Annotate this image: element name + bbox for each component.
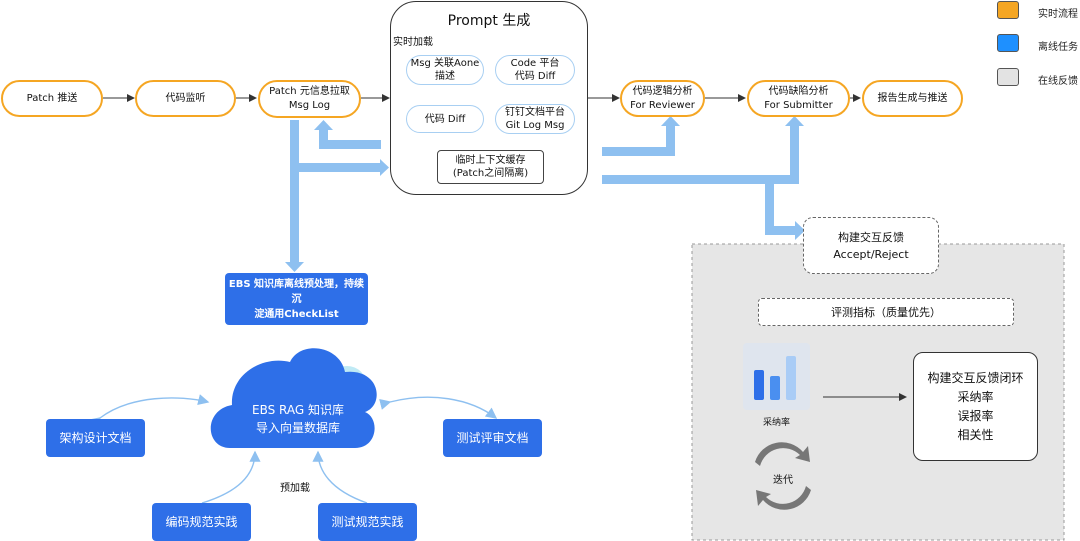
node-submitter: 代码缺陷分析 For Submitter xyxy=(747,80,850,117)
legend-swatch-realtime xyxy=(997,1,1019,19)
node-report: 报告生成与推送 xyxy=(862,80,963,117)
rag-label: EBS RAG 知识库 导入向量数据库 xyxy=(252,403,344,435)
coding-practice-box: 编码规范实践 xyxy=(152,503,251,541)
link-arch-rag xyxy=(88,394,210,429)
feedback-loop-box: 构建交互反馈闭环 采纳率 误报率 相关性 xyxy=(913,352,1038,461)
offline-connectors xyxy=(285,116,805,272)
rag-cloud xyxy=(210,348,377,448)
legend-label-offline: 离线任务 xyxy=(1038,42,1078,53)
prompt-item-dingding: 钉钉文档平台 Git Log Msg xyxy=(495,104,575,134)
prompt-item-code-platform: Code 平台 代码 Diff xyxy=(495,55,575,85)
link-coding-rag xyxy=(201,450,261,504)
adoption-rate-chart-icon xyxy=(743,343,810,410)
legend-swatch-offline xyxy=(997,34,1019,52)
legend-swatch-online xyxy=(997,68,1019,86)
test-review-doc-box: 测试评审文档 xyxy=(443,419,542,457)
test-practice-box: 测试规范实践 xyxy=(318,503,417,541)
bar-icon-2 xyxy=(770,376,780,400)
adoption-rate-label: 采纳率 xyxy=(762,418,790,428)
bar-icon-3 xyxy=(786,356,796,400)
metrics-box: 评测指标（质量优先） xyxy=(758,298,1014,326)
ebs-offline-box: EBS 知识库离线预处理，持续沉 淀通用CheckList xyxy=(225,273,368,325)
prompt-item-msg-aone: Msg 关联Aone 描述 xyxy=(406,55,484,85)
prompt-item-code-diff: 代码 Diff xyxy=(406,105,484,133)
prompt-cache: 临时上下文缓存 (Patch之间隔离) xyxy=(437,150,544,184)
interaction-feedback-box: 构建交互反馈 Accept/Reject xyxy=(803,217,939,274)
prompt-realtime-label: 实时加载 xyxy=(393,37,433,48)
node-code-monitor: 代码监听 xyxy=(135,80,236,117)
prompt-title: Prompt 生成 xyxy=(447,13,531,29)
link-test-practice-rag xyxy=(312,450,368,504)
legend-label-realtime: 实时流程 xyxy=(1038,9,1078,20)
link-test-review-rag xyxy=(379,396,498,419)
legend-label-online: 在线反馈 xyxy=(1038,76,1078,87)
node-reviewer: 代码逻辑分析 For Reviewer xyxy=(620,80,705,117)
arch-doc-box: 架构设计文档 xyxy=(46,419,145,457)
iteration-label: 迭代 xyxy=(773,475,793,486)
iteration-cycle xyxy=(755,442,811,510)
bar-icon-1 xyxy=(754,370,764,400)
node-patch-meta: Patch 元信息拉取 Msg Log xyxy=(258,80,361,118)
node-patch-push: Patch 推送 xyxy=(1,80,103,117)
preload-label: 预加载 xyxy=(280,483,310,494)
